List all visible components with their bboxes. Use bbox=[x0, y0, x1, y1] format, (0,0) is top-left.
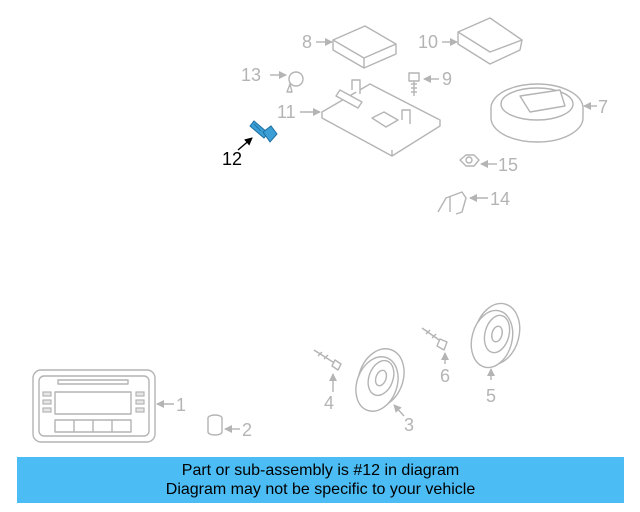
part-8-module: 8 bbox=[302, 25, 397, 69]
part-3-speaker: 3 bbox=[355, 348, 414, 435]
callout-11: 11 bbox=[277, 102, 296, 122]
callout-1: 1 bbox=[176, 395, 186, 415]
banner-line-1: Part or sub-assembly is #12 in diagram bbox=[181, 462, 460, 479]
callout-4: 4 bbox=[324, 393, 334, 413]
part-2-clip: 2 bbox=[207, 414, 252, 440]
banner-line-2: Diagram may not be specific to your vehi… bbox=[165, 481, 476, 498]
part-12-bolt-highlighted[interactable]: 12 bbox=[222, 120, 278, 169]
part-9-bolt: 9 bbox=[408, 69, 452, 96]
part-13-clip: 13 bbox=[241, 65, 304, 93]
callout-12: 12 bbox=[222, 149, 242, 169]
info-banner: Part or sub-assembly is #12 in diagram D… bbox=[17, 457, 624, 503]
callout-7: 7 bbox=[598, 97, 608, 117]
callout-2: 2 bbox=[242, 420, 252, 440]
part-15-nut: 15 bbox=[459, 154, 518, 175]
part-14-bracket: 14 bbox=[437, 189, 510, 215]
callout-3: 3 bbox=[404, 415, 414, 435]
callout-9: 9 bbox=[442, 69, 452, 89]
part-6-screw: 6 bbox=[421, 327, 450, 386]
callout-14: 14 bbox=[490, 189, 510, 209]
part-7-subwoofer: 7 bbox=[490, 83, 608, 143]
callout-5: 5 bbox=[486, 386, 496, 406]
part-10-module: 10 bbox=[418, 17, 523, 65]
part-5-speaker: 5 bbox=[470, 302, 521, 406]
callout-8: 8 bbox=[302, 32, 312, 52]
callout-15: 15 bbox=[498, 155, 518, 175]
callout-13: 13 bbox=[241, 65, 261, 85]
callout-6: 6 bbox=[440, 366, 450, 386]
part-1-radio: 1 bbox=[32, 369, 186, 443]
part-11-bracket: 11 bbox=[277, 79, 441, 157]
callout-10: 10 bbox=[418, 32, 438, 52]
part-4-screw: 4 bbox=[313, 349, 342, 413]
